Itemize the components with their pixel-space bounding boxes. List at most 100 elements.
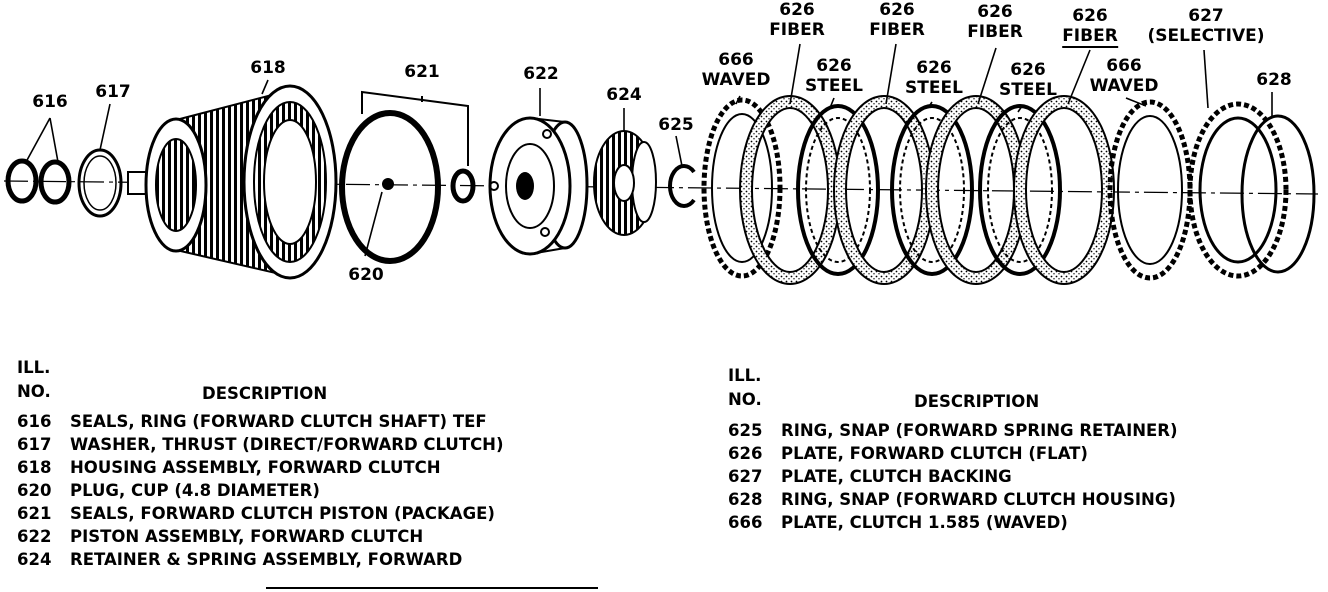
- legend-left-row-622-number: 622: [17, 527, 52, 546]
- legend-right-row-628-number: 628: [728, 490, 763, 509]
- legend-right-row-627: 627 PLATE, CLUTCH BACKING: [728, 465, 1012, 488]
- legend-left-row-617-description: WASHER, THRUST (DIRECT/FORWARD CLUTCH): [70, 435, 504, 454]
- leader-lines: [25, 43, 1273, 167]
- callout-666-waved-b-number: 666: [1106, 56, 1142, 76]
- legend-left-row-621-number: 621: [17, 504, 52, 523]
- callout-617: 617: [95, 82, 131, 102]
- callout-626-steel-b-number: 626: [916, 58, 952, 78]
- legend-right-row-666: 666 PLATE, CLUTCH 1.585 (WAVED): [728, 511, 1068, 534]
- part-618-forward-clutch-housing: [127, 84, 338, 280]
- callout-626-steel-a-text: STEEL: [805, 76, 863, 96]
- legend-left-row-616-number: 616: [17, 412, 52, 431]
- legend-left-row-622: 622 PISTON ASSEMBLY, FORWARD CLUTCH: [17, 525, 423, 548]
- callout-627-selective: 627 (SELECTIVE): [1147, 6, 1264, 46]
- callout-616: 616: [32, 92, 68, 112]
- callout-620: 620: [348, 265, 384, 285]
- part-666-waved-plate-b: [1107, 99, 1193, 281]
- part-624-retainer-spring-assembly: [593, 130, 657, 236]
- legend-left-header-no: NO.: [17, 382, 51, 401]
- callout-626-fiber-c: 626 FIBER: [967, 2, 1023, 42]
- callout-666-waved-a-text: WAVED: [701, 70, 771, 90]
- legend-left-header-description: DESCRIPTION: [202, 384, 328, 403]
- legend-right-row-666-description: PLATE, CLUTCH 1.585 (WAVED): [781, 513, 1068, 532]
- callout-626-steel-a: 626 STEEL: [805, 56, 863, 96]
- legend-right-row-625-number: 625: [728, 421, 763, 440]
- part-627-backing-plate: [1187, 101, 1289, 279]
- callout-626-fiber-d: 626 FIBER: [1062, 6, 1118, 48]
- part-616-seal-ring-a: [5, 158, 39, 204]
- legend-left-row-616-description: SEALS, RING (FORWARD CLUTCH SHAFT) TEF: [70, 412, 487, 431]
- callout-626-fiber-a-text: FIBER: [769, 20, 825, 40]
- part-625-snap-ring: [668, 164, 696, 208]
- part-622-piston-assembly: [488, 116, 589, 256]
- legend-left-row-621-description: SEALS, FORWARD CLUTCH PISTON (PACKAGE): [70, 504, 495, 523]
- legend-right-row-626-number: 626: [728, 444, 763, 463]
- bottom-rule: [266, 587, 598, 589]
- callout-666-waved-a-number: 666: [718, 50, 754, 70]
- legend-left-row-622-description: PISTON ASSEMBLY, FORWARD CLUTCH: [70, 527, 424, 546]
- callout-626-steel-c: 626 STEEL: [999, 60, 1057, 100]
- part-617-thrust-washer: [77, 148, 123, 218]
- legend-right-header-ill: ILL.: [728, 366, 762, 385]
- callout-666-waved-b: 666 WAVED: [1090, 56, 1159, 96]
- callout-628: 628: [1256, 70, 1292, 90]
- callout-626-fiber-d-text: FIBER: [1062, 26, 1118, 48]
- legend-left: ILL. NO. DESCRIPTION 616 SEALS, RING (FOR…: [17, 356, 717, 586]
- callout-618: 618: [250, 58, 286, 78]
- part-620-cup-plug: [364, 178, 394, 257]
- callout-666-waved-b-text: WAVED: [1089, 76, 1159, 96]
- legend-left-row-618: 618 HOUSING ASSEMBLY, FORWARD CLUTCH: [17, 456, 441, 479]
- callout-626-fiber-d-number: 626: [1072, 6, 1108, 26]
- callout-622: 622: [523, 64, 559, 84]
- callout-666-waved-a: 666 WAVED: [702, 50, 771, 90]
- callout-626-steel-c-text: STEEL: [999, 80, 1057, 100]
- callout-626-fiber-c-number: 626: [977, 2, 1013, 22]
- callout-626-steel-a-number: 626: [816, 56, 852, 76]
- part-626-steel-plate-c: [978, 104, 1062, 276]
- legend-left-row-618-description: HOUSING ASSEMBLY, FORWARD CLUTCH: [70, 458, 441, 477]
- part-626-fiber-plate-d: [1013, 95, 1115, 285]
- part-626-steel-plate-b: [890, 104, 974, 276]
- callout-624: 624: [606, 85, 642, 105]
- legend-left-header-ill: ILL.: [17, 358, 51, 377]
- legend-right-header-description: DESCRIPTION: [914, 392, 1040, 411]
- legend-right-row-627-description: PLATE, CLUTCH BACKING: [781, 467, 1012, 486]
- part-621-piston-seal-small: [450, 168, 476, 204]
- part-626-steel-plate-a: [796, 104, 880, 276]
- part-628-snap-ring: [1240, 114, 1316, 274]
- callout-621: 621: [404, 62, 440, 82]
- legend-left-row-620-description: PLUG, CUP (4.8 DIAMETER): [70, 481, 320, 500]
- legend-right-header-no: NO.: [728, 390, 762, 409]
- callout-626-fiber-a: 626 FIBER: [769, 0, 825, 40]
- callout-626-fiber-c-text: FIBER: [967, 22, 1023, 42]
- part-621-piston-seal-large: [339, 110, 441, 264]
- part-616-seal-ring-b: [38, 159, 72, 205]
- legend-right-row-627-number: 627: [728, 467, 763, 486]
- part-621-bracket: [361, 90, 469, 166]
- legend-right-row-625-description: RING, SNAP (FORWARD SPRING RETAINER): [781, 421, 1178, 440]
- legend-right-row-625: 625 RING, SNAP (FORWARD SPRING RETAINER): [728, 419, 1178, 442]
- callout-626-fiber-b-number: 626: [879, 0, 915, 20]
- legend-left-row-618-number: 618: [17, 458, 52, 477]
- callout-626-fiber-b-text: FIBER: [869, 20, 925, 40]
- legend-left-row-616: 616 SEALS, RING (FORWARD CLUTCH SHAFT) TE…: [17, 410, 487, 433]
- legend-right-row-626-description: PLATE, FORWARD CLUTCH (FLAT): [781, 444, 1088, 463]
- legend-left-row-624-number: 624: [17, 550, 52, 569]
- callout-626-fiber-b: 626 FIBER: [869, 0, 925, 40]
- legend-right-row-628-description: RING, SNAP (FORWARD CLUTCH HOUSING): [781, 490, 1176, 509]
- legend-right-row-628: 628 RING, SNAP (FORWARD CLUTCH HOUSING): [728, 488, 1176, 511]
- callout-626-steel-b-text: STEEL: [905, 78, 963, 98]
- legend-left-row-624-description: RETAINER & SPRING ASSEMBLY, FORWARD: [70, 550, 463, 569]
- legend-left-row-624: 624 RETAINER & SPRING ASSEMBLY, FORWARD: [17, 548, 462, 571]
- legend-right-row-626: 626 PLATE, FORWARD CLUTCH (FLAT): [728, 442, 1088, 465]
- callout-625: 625: [658, 115, 694, 135]
- callout-626-steel-b: 626 STEEL: [905, 58, 963, 98]
- legend-right-row-666-number: 666: [728, 513, 763, 532]
- callout-626-fiber-a-number: 626: [779, 0, 815, 20]
- callout-627-number: 627: [1188, 6, 1224, 26]
